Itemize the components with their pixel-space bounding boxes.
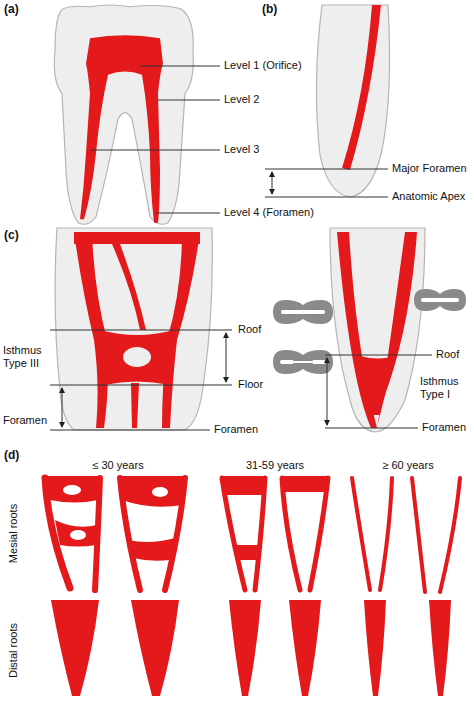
apex-label: Anatomic Apex bbox=[392, 190, 465, 203]
isthmus-label: Isthmus Type I bbox=[420, 375, 470, 401]
age-group-label: 31-59 years bbox=[246, 459, 304, 472]
foramen-label: Foramen bbox=[422, 421, 466, 434]
isthmus-lines bbox=[50, 330, 232, 430]
type-i-lines bbox=[325, 355, 432, 428]
isthmus-webs bbox=[46, 476, 328, 561]
level-label: Level 3 bbox=[224, 143, 259, 156]
level-lines bbox=[90, 66, 220, 213]
roof-label: Roof bbox=[238, 323, 261, 336]
panel-letter: (d) bbox=[4, 448, 19, 462]
roof-label: Roof bbox=[436, 348, 459, 361]
panel-letter: (a) bbox=[4, 2, 19, 16]
mesial-roots bbox=[45, 478, 460, 592]
row-label: Distal roots bbox=[8, 622, 21, 677]
level-label: Level 1 (Orifice) bbox=[224, 59, 302, 72]
foramen-label: Foramen bbox=[3, 414, 47, 427]
foramen-label: Foramen bbox=[214, 423, 258, 436]
isthmus-label: Isthmus Type III bbox=[3, 344, 51, 370]
panel-letter: (b) bbox=[262, 2, 277, 16]
panel-letter: (c) bbox=[4, 228, 19, 242]
level-label: Level 2 bbox=[224, 93, 259, 106]
apex-lines bbox=[265, 169, 388, 197]
root-type-i bbox=[330, 228, 466, 432]
molar-tooth bbox=[54, 5, 193, 224]
cross-sections bbox=[273, 300, 333, 374]
floor-label: Floor bbox=[238, 378, 263, 391]
distal-roots bbox=[51, 600, 451, 696]
root-apex bbox=[316, 5, 389, 197]
age-group-label: ≥ 60 years bbox=[382, 459, 433, 472]
age-group-label: ≤ 30 years bbox=[92, 459, 143, 472]
mesial-root-type-iii bbox=[55, 228, 212, 430]
level-label: Level 4 (Foramen) bbox=[224, 206, 314, 219]
foramen-label: Major Foramen bbox=[392, 162, 467, 175]
row-label: Mesial roots bbox=[8, 503, 21, 562]
